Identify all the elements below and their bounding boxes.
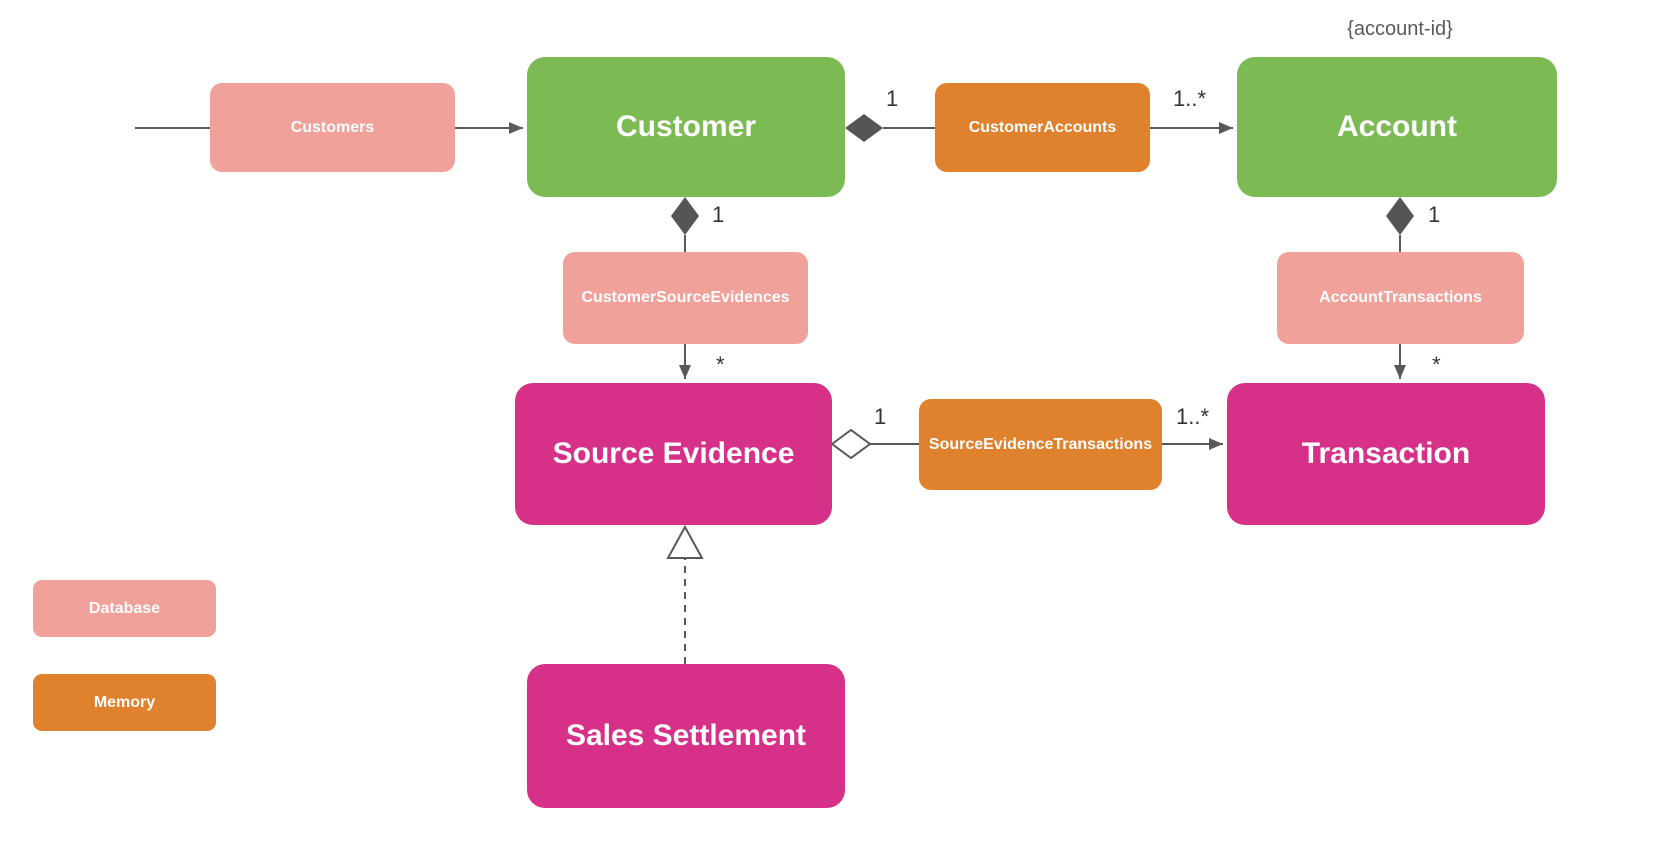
composition-diamond-account-transactions-icon xyxy=(1386,197,1414,235)
relation-account-transactions: AccountTransactions xyxy=(1277,252,1524,344)
node-source-evidence: Source Evidence xyxy=(515,383,832,525)
node-customer: Customer xyxy=(527,57,845,197)
aggregation-diamond-sourceevidence-icon xyxy=(830,428,872,460)
node-sales-settlement: Sales Settlement xyxy=(527,664,845,808)
multiplicity-account-to-accounttransactions: 1 xyxy=(1428,202,1441,227)
multiplicity-customer-to-customeraccounts: 1 xyxy=(886,86,899,111)
node-transaction: Transaction xyxy=(1227,383,1545,525)
relation-source-evidence-transactions: SourceEvidenceTransactions xyxy=(919,399,1162,490)
composition-diamond-customer-accounts-icon xyxy=(845,114,883,142)
inheritance-triangle-icon xyxy=(666,524,704,559)
relation-customer-accounts: CustomerAccounts xyxy=(935,83,1150,172)
multiplicity-sourceevidence-to-sourceevidencetransactions: 1 xyxy=(874,404,887,429)
annotation-account-id: {account-id} xyxy=(1347,18,1453,40)
legend-memory: Memory xyxy=(33,674,216,731)
node-account: Account xyxy=(1237,57,1557,197)
multiplicity-customeraccounts-to-account: 1..* xyxy=(1173,86,1207,111)
multiplicity-customer-to-customersourceevidences: 1 xyxy=(712,202,725,227)
multiplicity-sourceevidencetransactions-to-transaction: 1..* xyxy=(1176,404,1210,429)
multiplicity-accounttransactions-to-transaction: * xyxy=(1432,352,1441,377)
relation-customer-source-evidences: CustomerSourceEvidences xyxy=(563,252,808,344)
relation-customers: Customers xyxy=(210,83,455,172)
multiplicity-customersourceevidences-to-sourceevidence: * xyxy=(716,352,725,377)
composition-diamond-customer-sourceevidences-icon xyxy=(671,197,699,235)
legend-database: Database xyxy=(33,580,216,637)
